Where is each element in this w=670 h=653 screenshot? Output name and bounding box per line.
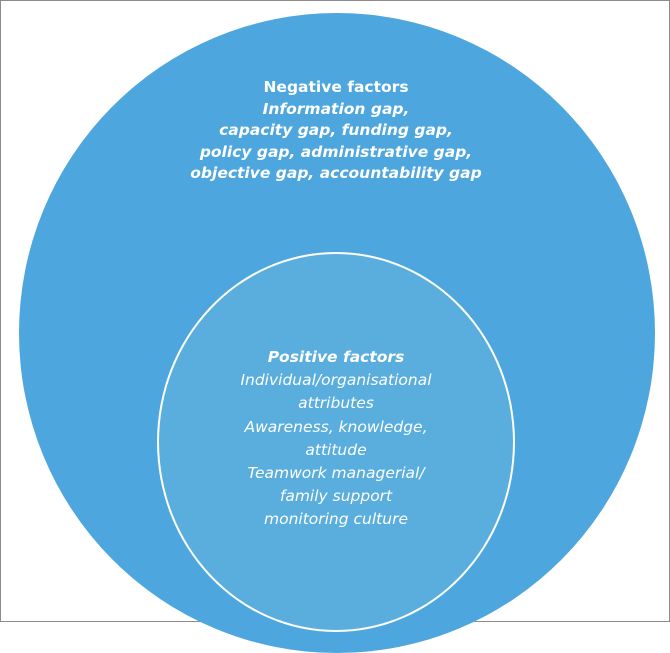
positive-factors-label: Positive factors Individual/organisation… (186, 346, 486, 532)
positive-factor-line: monitoring culture (263, 510, 408, 529)
positive-factor-line: Teamwork managerial/ (247, 464, 425, 483)
negative-factor-line: Information gap, (262, 99, 410, 118)
negative-factor-line: policy gap, administrative gap, (199, 142, 473, 161)
negative-factor-line: objective gap, accountability gap (190, 164, 482, 182)
positive-factor-line: family support (279, 487, 393, 506)
positive-factors-title: Positive factors (267, 348, 405, 366)
positive-factor-line: Awareness, knowledge, (244, 417, 428, 436)
positive-factor-line: attitude (305, 440, 367, 459)
negative-factor-line: capacity gap, funding gap, (219, 121, 453, 139)
positive-factor-line: Individual/organisational (240, 371, 432, 390)
negative-factors-label: Negative factors Information gap, capaci… (121, 77, 551, 185)
negative-factors-title: Negative factors (263, 78, 409, 96)
positive-factors-circle (157, 252, 515, 632)
positive-factor-line: attributes (298, 394, 374, 413)
